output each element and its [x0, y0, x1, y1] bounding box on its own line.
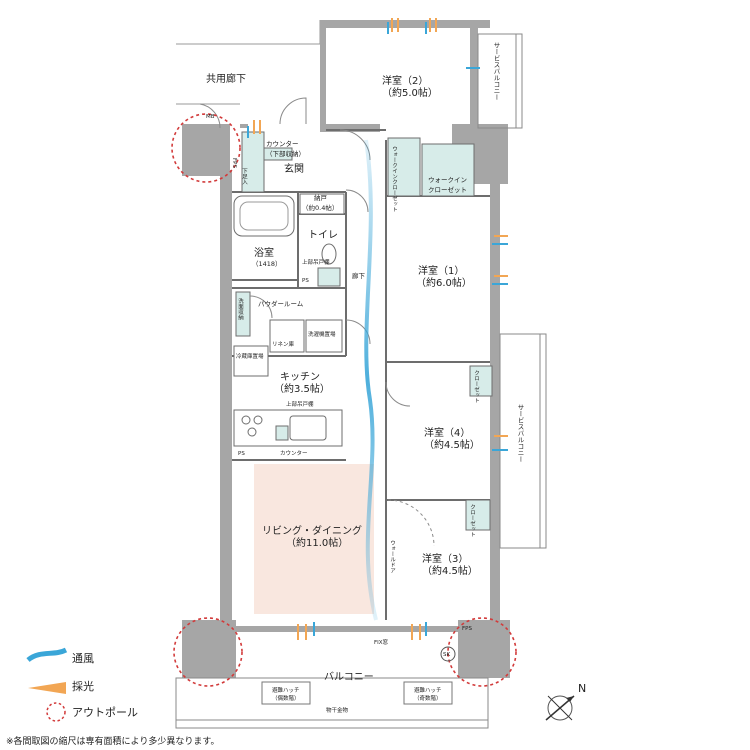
ps1-label: PS — [302, 278, 309, 284]
service-balcony-right-label: サービスバルコニー — [516, 404, 524, 463]
hatch-right-sub: （奇数階） — [414, 694, 442, 702]
closet1-label: クローゼット — [473, 370, 480, 404]
genkan-label: 玄関 — [284, 162, 304, 175]
compass-icon — [545, 695, 575, 721]
walkin2a-label: ウォークイン — [428, 176, 467, 184]
service-balcony-top — [477, 33, 523, 129]
bath-size: （1418） — [252, 260, 282, 268]
walkin1-label: ウォークインクローゼット — [391, 146, 398, 213]
service-balcony-top-label: サービスバルコニー — [492, 42, 500, 101]
sk-label: SK — [443, 652, 450, 658]
fix-window-label: FIX窓 — [374, 638, 389, 646]
counter-top-label: カウンター — [266, 139, 299, 148]
scale-note: ※各間取図の縮尺は専有面積により多少異なります。 — [6, 737, 220, 747]
powder-room-label: パウダールーム — [258, 299, 304, 308]
room3-size: （約4.5帖） — [422, 564, 478, 577]
bath-label: 浴室 — [254, 246, 274, 259]
ps2-label: PS — [238, 451, 245, 457]
ventilation-legend-icon — [26, 647, 68, 663]
walkin2b-label: クローゼット — [428, 185, 467, 194]
roka-label: 廊下 — [352, 271, 366, 280]
washroom-storage-label: 洗面収納 — [237, 297, 244, 322]
closet2-label: クローゼット — [469, 504, 476, 537]
legend-daylight: 採光 — [72, 679, 94, 693]
compass-north-label: N — [578, 682, 586, 695]
washer-label: 洗濯機置場 — [308, 330, 336, 338]
fridge-label: 冷蔵庫置場 — [236, 352, 264, 360]
laundry-rail-label: 物干金物 — [326, 706, 349, 714]
kitchen-label: キッチン — [280, 371, 320, 383]
room3-name: 洋室（3） — [422, 552, 468, 565]
room1-name: 洋室（1） — [418, 264, 464, 277]
balcony-bottom-outline — [175, 677, 489, 729]
kitchen-size: （約3.5帖） — [274, 382, 330, 395]
room2-name: 洋室（2） — [382, 74, 428, 87]
ventilation-path — [364, 139, 378, 621]
service-balcony-right — [499, 333, 547, 549]
legend: 通風 採光 アウトポール — [26, 647, 138, 722]
sk-sink-icon — [440, 646, 456, 662]
living-label: リビング・ダイニング — [262, 524, 362, 537]
room4-name: 洋室（4） — [424, 426, 470, 439]
daylight-markers — [253, 18, 508, 640]
nando-label: 納戸 — [314, 193, 328, 202]
daylight-legend-icon — [28, 682, 66, 694]
mb-label: MB — [206, 114, 215, 120]
living-size: （約11.0帖） — [286, 536, 348, 549]
legend-ventilation: 通風 — [72, 652, 94, 665]
common-corridor — [176, 20, 321, 105]
upper-cabinet-2: 上部吊戸棚 — [286, 400, 314, 408]
linen-label: リネン庫 — [272, 340, 295, 348]
counter-bottom-label: カウンター — [280, 449, 308, 457]
hatch-right-label: 避難ハッチ — [414, 686, 442, 694]
living-area — [254, 464, 374, 614]
outpole-legend-icon — [46, 702, 66, 722]
room1-size: （約6.0帖） — [416, 276, 472, 289]
toilet-fixture — [317, 243, 341, 287]
counter-top-sub: （下部収納） — [266, 149, 305, 158]
bathtub — [233, 195, 295, 237]
legend-outpole: アウトポール — [72, 706, 138, 719]
toilet-label: トイレ — [308, 230, 338, 241]
balcony-label: バルコニー — [324, 671, 374, 683]
outer-walls — [182, 20, 510, 678]
escape-hatches — [261, 681, 453, 705]
wall-door-label: ウォールドア — [389, 540, 396, 574]
shoe-box-label: 下足入 — [241, 168, 248, 185]
common-corridor-label: 共用廊下 — [206, 72, 246, 85]
room4-size: （約4.5帖） — [424, 438, 480, 451]
hatch-left-sub: （偶数階） — [272, 694, 300, 702]
upper-cabinet-1: 上部吊戸棚 — [302, 258, 330, 266]
door-swings — [199, 97, 435, 547]
outpole-markers — [171, 113, 517, 687]
hatch-left-label: 避難ハッチ — [272, 686, 300, 694]
nando-size: （約0.4帖） — [302, 203, 338, 212]
window-wind-markers — [247, 22, 508, 636]
room2-size: （約5.0帖） — [382, 86, 438, 99]
kitchen-fixtures — [241, 415, 327, 441]
fps-bottom-label: FPS — [462, 626, 472, 632]
fps-top-label: FPS — [231, 158, 237, 168]
